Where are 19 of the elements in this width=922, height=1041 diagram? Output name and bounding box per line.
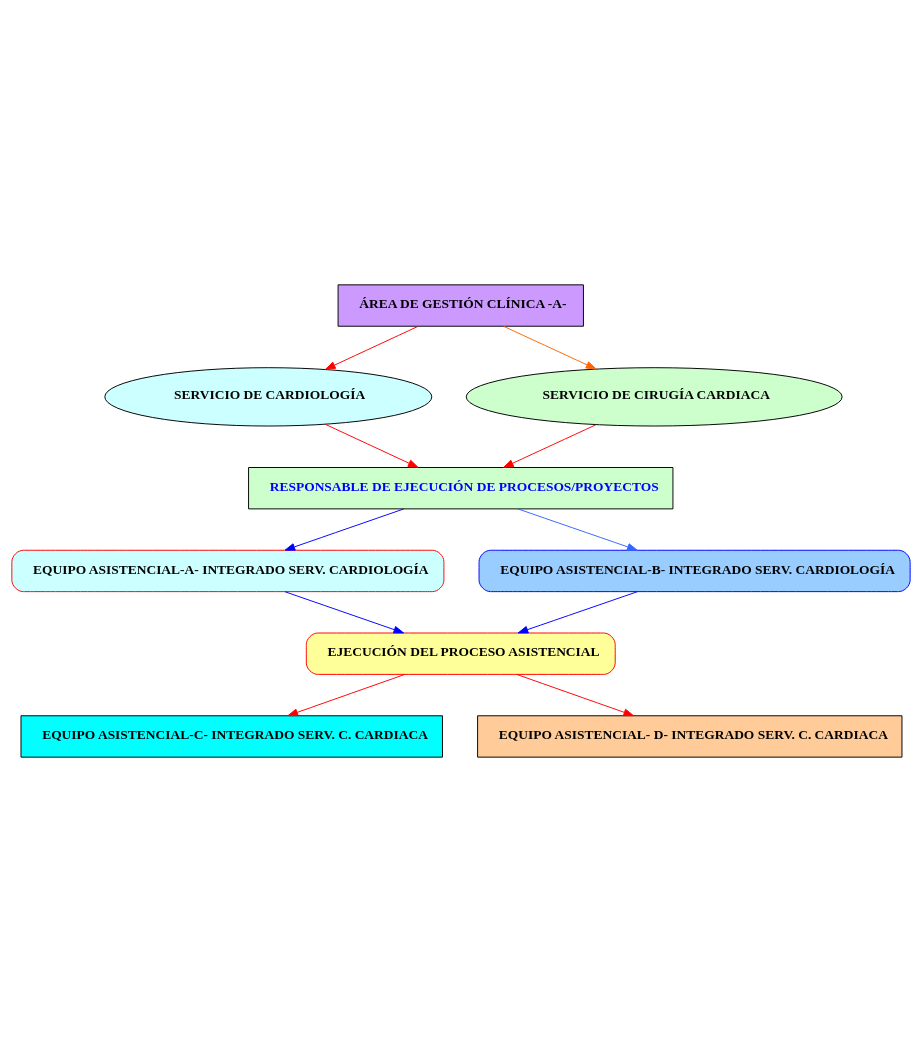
- arrow: [503, 325, 597, 369]
- arrow: [284, 590, 405, 633]
- arrow: [517, 507, 638, 551]
- arrow: [517, 590, 638, 633]
- node-ellipse: SERVICIO DE CIRUGÍA CARDIACA: [465, 366, 843, 426]
- node-box: EQUIPO ASISTENCIAL-B- INTEGRADO SERV. CARDIOLOGÍA: [478, 549, 911, 592]
- arrow: [287, 673, 406, 716]
- node-box: ÁREA DE GESTIÓN CLÍNICA -A-: [337, 283, 584, 327]
- arrow: [516, 673, 634, 716]
- node-box: EQUIPO ASISTENCIAL-A- INTEGRADO SERV. CARDIOLOGÍA: [11, 549, 445, 592]
- arrow: [284, 507, 405, 551]
- arrow: [325, 325, 419, 370]
- node-box: RESPONSABLE DE EJECUCIÓN DE PROCESOS/PROYECTOS: [248, 466, 674, 509]
- arrow: [324, 423, 419, 468]
- node-box: EQUIPO ASISTENCIAL-C- INTEGRADO SERV. C. CARDIACA: [20, 714, 443, 758]
- node-ellipse: SERVICIO DE CARDIOLOGÍA: [104, 366, 433, 426]
- node-box: EQUIPO ASISTENCIAL- D- INTEGRADO SERV. C. CARDIACA: [477, 714, 903, 758]
- arrow: [503, 423, 597, 468]
- node-box: EJECUCIÓN DEL PROCESO ASISTENCIAL: [305, 632, 616, 675]
